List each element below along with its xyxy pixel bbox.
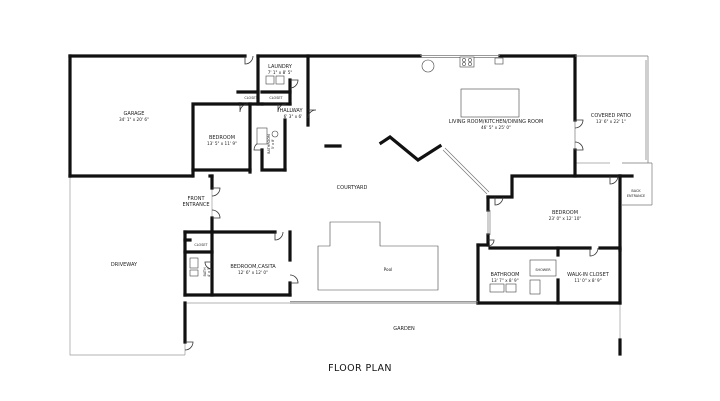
living-label: LIVING ROOM/KITCHEN/DINING ROOM [449, 119, 543, 125]
garden-label: GARDEN [393, 326, 415, 332]
bath-casita-label: BATH [203, 267, 207, 276]
bathroom2-dims: 13' 7" x 8' 9" [491, 278, 518, 283]
laundry-dims: 7' 1" x 8' 5" [268, 70, 293, 75]
bedroom1-dims: 13' 5" x 11' 9" [207, 141, 237, 146]
walkin-label: WALK-IN CLOSET [567, 272, 610, 278]
casita-dims: 12' 6" x 12' 0" [238, 270, 268, 275]
back-entrance-label-1: BACK [631, 189, 641, 193]
front-entrance-label-1: FRONT [187, 196, 205, 202]
doors [184, 55, 619, 351]
bathroom2-label: BATHROOM [491, 272, 520, 278]
hallway-label: HALLWAY [279, 108, 303, 114]
bath-casita-dims: 4' x 5' [207, 267, 211, 277]
closet-casita-label: CLOSET [194, 243, 208, 247]
living-dims: 46' 5" x 25' 0" [481, 125, 511, 130]
bedroom2-label: BEDROOM [552, 210, 578, 216]
courtyard-label: COURTYARD [337, 185, 368, 191]
bathroom1-label: BATHROOM [267, 134, 271, 154]
bathroom1-dims: 5' x 8' [271, 139, 275, 149]
driveway-label: DRIVEWAY [111, 262, 138, 268]
closet-hall-label: CLOSET [269, 96, 283, 100]
page-title: FLOOR PLAN [328, 363, 392, 374]
walkin-dims: 11' 0" x 8' 9" [574, 278, 601, 283]
patio-dims: 13' 6" x 22' 1" [596, 119, 626, 124]
laundry-label: LAUNDRY [268, 64, 293, 70]
patio-label: COVERED PATIO [591, 113, 631, 119]
bedroom2-dims: 23' 0" x 12' 10" [549, 216, 582, 221]
fixtures [189, 56, 557, 295]
front-entrance-label-2: ENTRANCE [182, 202, 209, 208]
bedroom1-label: BEDROOM [209, 135, 235, 141]
windows [290, 55, 653, 304]
casita-label: BEDROOM,CASITA [230, 264, 276, 270]
shower-label: SHOWER [535, 268, 551, 272]
garage-label: GARAGE [124, 111, 145, 117]
pool-label: Pool [384, 267, 393, 272]
hallway-dims: 6' 3" x 6' [284, 114, 303, 119]
closet-garage-label: CLOSET [244, 96, 258, 100]
back-entrance-label-2: ENTRANCE [627, 194, 645, 198]
walls [68, 54, 634, 356]
garage-dims: 34' 1" x 20' 6" [119, 117, 149, 122]
